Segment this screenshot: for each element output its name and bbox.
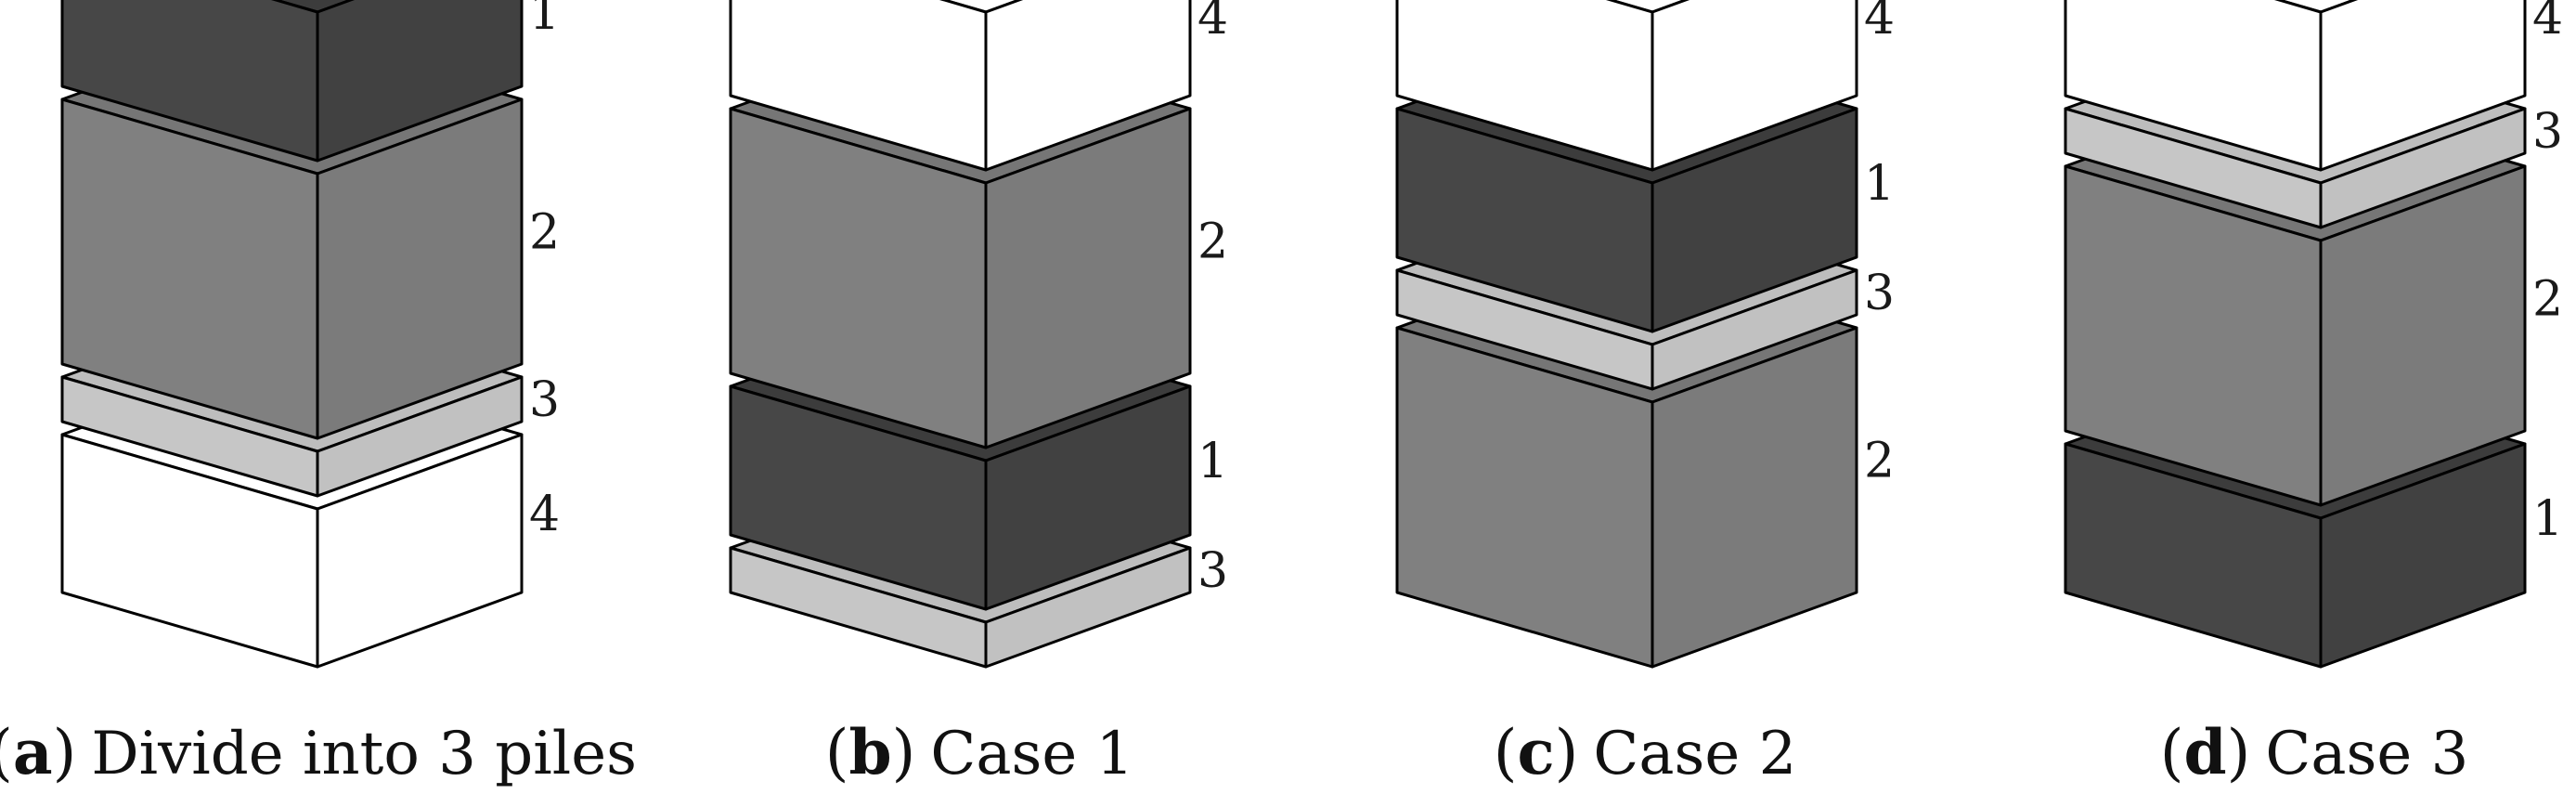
layer-label-1: 1 [1864,156,1895,212]
caption-b: (b)Case 1 [825,716,1134,788]
block-4-right-face [1650,0,1858,172]
caption-open-paren: ( [825,717,849,788]
caption-letter-d: d [2183,716,2226,788]
block-1-right-face [316,0,524,163]
caption-text-b: Case 1 [930,720,1133,788]
block-3-right-face [2319,107,2527,229]
layer-label-1: 1 [1197,434,1228,489]
caption-c: (c)Case 2 [1494,716,1797,788]
block-layer-2: 2 [60,23,560,440]
block-2-right-face [984,107,1192,449]
block-layer-2: 2 [1395,252,1895,669]
caption-text-a: Divide into 3 piles [91,720,637,788]
block-2-right-face [316,98,524,440]
block-4-top-face [2273,0,2359,14]
block-3-right-face [1650,268,1858,391]
caption-close-paren: ) [892,717,916,788]
layer-label-1: 1 [2532,491,2563,547]
block-1-right-face [984,384,1192,611]
layer-label-3: 3 [1197,543,1228,599]
caption-close-paren: ) [2227,717,2251,788]
panel-a: 4 3 2 1 (a)Divide into 3 piles [0,0,637,788]
block-2-right-face [2319,164,2527,507]
block-4-right-face [2319,0,2527,172]
block-3-right-face [984,546,1192,669]
caption-a: (a)Divide into 3 piles [0,716,637,788]
block-4-top-face [938,0,1024,14]
caption-text-d: Case 3 [2265,720,2468,788]
caption-open-paren: ( [2160,717,2184,788]
block-2-right-face [1650,326,1858,669]
layer-label-1: 1 [529,0,560,41]
block-layer-4: 4 [1395,0,1895,172]
caption-letter-a: a [13,716,53,788]
layer-label-3: 3 [529,372,560,428]
panel-d: 1 2 3 4 (d)Case 3 [2064,0,2563,788]
caption-text-c: Case 2 [1593,720,1796,788]
block-4-top-face [1605,0,1690,14]
layer-label-4: 4 [2532,0,2563,46]
caption-letter-b: b [848,716,891,788]
caption-letter-c: c [1517,716,1554,788]
block-layer-4: 4 [729,0,1228,172]
caption-open-paren: ( [0,717,13,788]
layer-label-4: 4 [529,487,560,542]
layer-label-3: 3 [1864,266,1895,321]
layer-label-2: 2 [529,205,560,261]
block-1-right-face [2319,442,2527,669]
layer-label-4: 4 [1197,0,1228,46]
layer-label-2: 2 [1864,434,1895,489]
caption-close-paren: ) [1555,717,1579,788]
layer-label-2: 2 [1197,215,1228,270]
panel-b: 3 1 2 4 (b)Case 1 [729,0,1228,788]
block-1-right-face [1650,107,1858,333]
caption-open-paren: ( [1494,717,1518,788]
layer-label-4: 4 [1864,0,1895,46]
layer-label-2: 2 [2532,272,2563,328]
block-3-right-face [316,375,524,498]
panel-c: 2 3 1 4 (c)Case 2 [1395,0,1895,788]
layer-label-3: 3 [2532,104,2563,160]
block-1-top-face [270,0,356,14]
block-4-right-face [316,433,524,669]
caption-close-paren: ) [53,717,77,788]
block-layer-1: 1 [60,0,560,163]
block-layer-4: 4 [2064,0,2563,172]
block-4-right-face [984,0,1192,172]
caption-d: (d)Case 3 [2160,716,2469,788]
